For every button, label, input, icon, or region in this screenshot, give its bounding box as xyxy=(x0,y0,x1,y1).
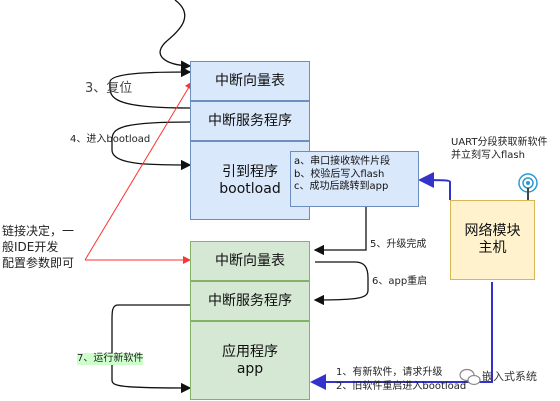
app-title: 应用程序 xyxy=(222,343,278,360)
enter-bootload-arrow xyxy=(111,121,192,171)
upgrade-complete-arrow xyxy=(313,205,367,256)
bootloader-step-c: c、成功后跳转到app xyxy=(294,181,389,192)
step1-label: 1、有新软件，请求升级 xyxy=(336,367,443,378)
watermark-text: 嵌入式系统 xyxy=(482,370,537,383)
network-module-subtitle: 主机 xyxy=(478,240,507,256)
uart-note-line1: UART分段获取新软件 xyxy=(451,137,548,148)
reset-loop-arrow xyxy=(109,66,192,109)
uart-note-line2: 并立刻写入flash xyxy=(451,150,525,161)
step7-label: 7、运行新软件 xyxy=(77,353,144,365)
boot-vector-table: 中断向量表 xyxy=(190,61,310,101)
link-note-line1: 链接决定，一 xyxy=(2,224,75,238)
bootloader-step-a: a、串口接收软件片段 xyxy=(294,156,391,167)
bootloader-title: 引到程序 xyxy=(222,163,278,180)
step3-label: 3、复位 xyxy=(85,81,133,96)
step4-label: 4、进入bootload xyxy=(70,134,151,145)
bootloader-step-b: b、校验后写入flash xyxy=(294,168,385,180)
upgrade-request-arrow xyxy=(310,282,493,390)
app-isr: 中断服务程序 xyxy=(190,281,310,321)
network-module: 网络模块 主机 xyxy=(450,200,535,280)
app-vector-table: 中断向量表 xyxy=(190,241,310,281)
link-arrow-to-boot xyxy=(84,81,193,261)
app-restart-arrow xyxy=(313,261,369,306)
bootloader-steps: a、串口接收软件片段 b、校验后写入flash c、成功后跳转到app xyxy=(290,151,419,207)
app-subtitle: app xyxy=(236,360,264,377)
run-new-software-arrow xyxy=(111,304,192,394)
network-module-title: 网络模块 xyxy=(464,223,521,239)
wechat-watermark-icon xyxy=(459,368,481,386)
boot-isr: 中断服务程序 xyxy=(190,101,310,141)
uart-transfer-arrow xyxy=(418,172,451,200)
step2-label: 2、旧软件重启进入bootload xyxy=(336,381,467,392)
link-note-line2: 般IDE开发 xyxy=(2,240,59,254)
power-on-arrow xyxy=(159,0,192,71)
step5-label: 5、升级完成 xyxy=(370,239,427,250)
link-note-line3: 配置参数即可 xyxy=(2,256,75,270)
bootloader-subtitle: bootload xyxy=(219,180,281,197)
step6-label: 6、app重启 xyxy=(372,276,428,287)
app-block: 应用程序 app xyxy=(190,321,310,400)
